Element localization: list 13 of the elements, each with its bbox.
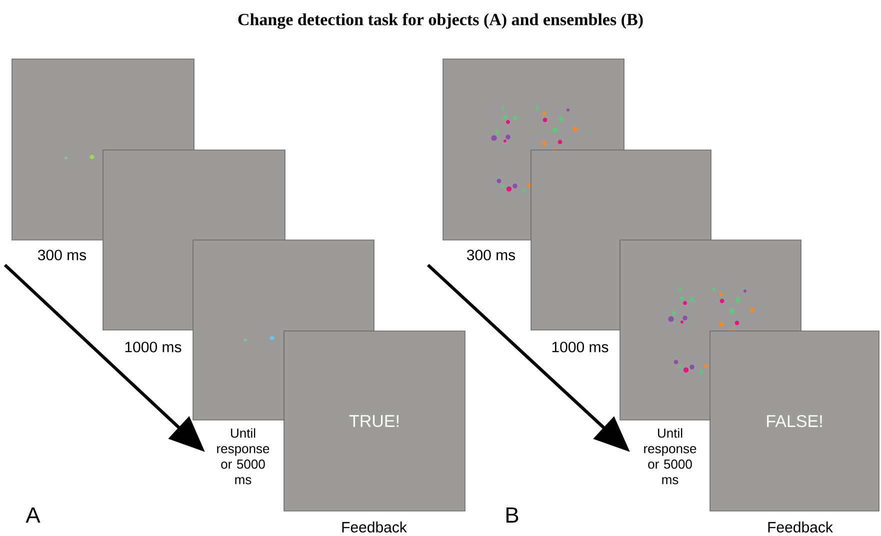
duration-caption: Until response or 5000 ms — [217, 428, 270, 484]
title: Change detection task for objects (A) and ensembles (B) — [238, 13, 643, 29]
duration-caption: Until response or 5000 ms — [644, 428, 696, 484]
feedback-screen: FALSE! — [710, 330, 880, 512]
duration-caption: 300 ms — [466, 250, 516, 260]
panel-letter: A — [26, 507, 40, 523]
duration-caption: 1000 ms — [125, 342, 182, 352]
duration-caption: 1000 ms — [552, 342, 608, 352]
duration-caption: Feedback — [342, 522, 407, 532]
feedback-screen: TRUE! — [284, 330, 466, 512]
panel-letter: B — [506, 507, 518, 523]
duration-caption: 300 ms — [38, 250, 86, 260]
duration-caption: Feedback — [768, 522, 833, 532]
